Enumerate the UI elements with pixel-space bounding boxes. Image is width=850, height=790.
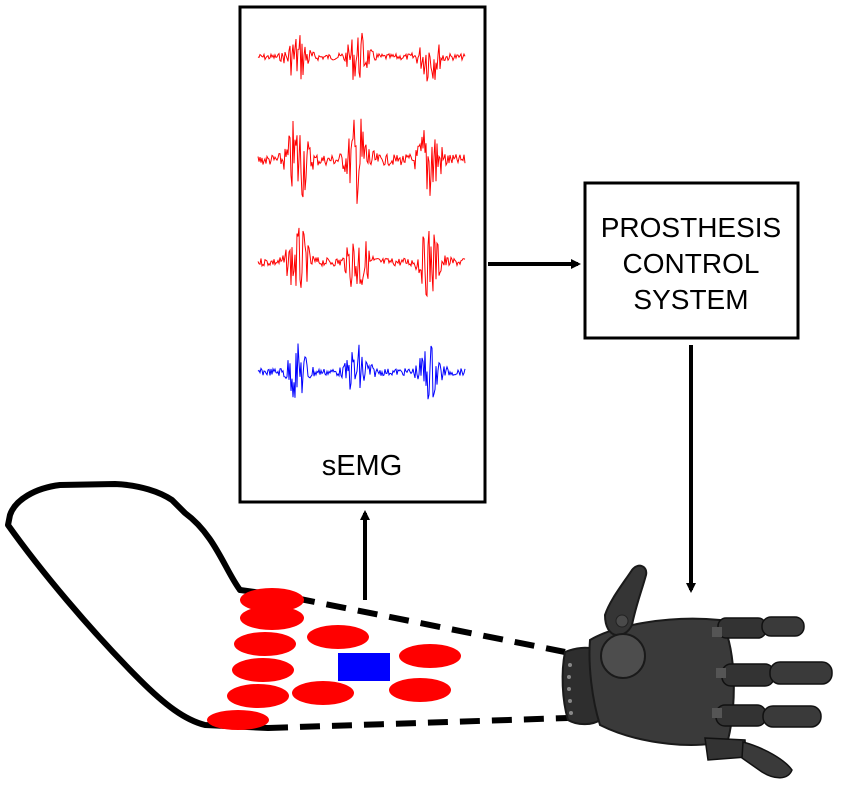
thumb-joint [600,633,646,679]
electrode [207,710,269,730]
electrode [292,681,354,705]
prosthetic-hand [561,564,833,779]
semg-signals [257,32,466,400]
electrode [227,684,289,708]
reference-electrode [338,653,390,681]
electrode [240,588,304,612]
electrode [389,678,451,702]
electrode [234,632,296,656]
control-label-line-1: PROSTHESIS [601,212,781,243]
dashed-line-top [294,595,566,655]
control-system-box: PROSTHESIS CONTROL SYSTEM [583,181,800,340]
electrode [240,606,304,630]
residual-limb-outline [5,481,271,731]
electrode [232,658,294,682]
hand-fingers [704,616,833,779]
semg-label: sEMG [322,450,403,482]
electrode-array [207,588,461,730]
semg-trace [257,227,466,298]
electrode [399,644,461,668]
semg-trace [257,32,466,82]
semg-trace [257,343,466,400]
electrode [307,625,369,649]
semg-trace [257,118,466,204]
control-label-line-2: CONTROL [623,248,760,279]
control-label-line-3: SYSTEM [633,284,748,315]
dashed-line-bottom [267,715,569,731]
semg-box: sEMG [238,5,487,504]
